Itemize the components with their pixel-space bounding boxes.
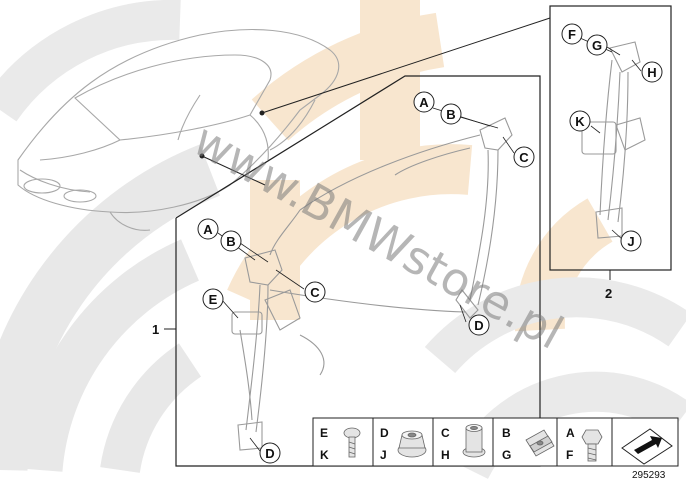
screw-icon bbox=[343, 427, 361, 458]
legend-label-A: A bbox=[566, 426, 575, 440]
legend-label-K: K bbox=[320, 448, 329, 462]
legend-label-H: H bbox=[441, 448, 450, 462]
rivet-nut-icon bbox=[462, 424, 486, 458]
callout-leaders bbox=[217, 37, 642, 452]
car-outline-drawing bbox=[17, 29, 340, 231]
callout-J: J bbox=[620, 230, 642, 252]
svg-text:H: H bbox=[647, 65, 656, 80]
legend-label-F: F bbox=[566, 448, 573, 462]
front-window-regulator bbox=[269, 117, 513, 319]
kit-2-number: 2 bbox=[605, 286, 612, 301]
svg-text:B: B bbox=[446, 107, 455, 122]
rear-window-regulator bbox=[231, 249, 325, 451]
callout-A: A bbox=[413, 91, 435, 113]
kit-2-window-regulator bbox=[581, 41, 646, 239]
callout-E: E bbox=[202, 288, 224, 310]
callout-D: D bbox=[259, 442, 281, 464]
callout-B: B bbox=[220, 230, 242, 252]
legend-label-C: C bbox=[441, 426, 450, 440]
callout-C: C bbox=[513, 146, 535, 168]
leader-lines bbox=[199, 17, 551, 186]
svg-text:K: K bbox=[575, 114, 585, 129]
kit-1-number: 1 bbox=[152, 322, 159, 337]
svg-text:J: J bbox=[627, 234, 634, 249]
diagram-number: 295293 bbox=[632, 470, 666, 481]
svg-text:C: C bbox=[519, 150, 529, 165]
callout-C: C bbox=[304, 281, 326, 303]
callout-H: H bbox=[641, 61, 663, 83]
svg-text:A: A bbox=[419, 95, 429, 110]
legend-label-B: B bbox=[502, 426, 511, 440]
svg-text:G: G bbox=[592, 38, 602, 53]
legend-label-D: D bbox=[380, 426, 389, 440]
callout-F: F bbox=[561, 23, 583, 45]
callouts: A B C D A B C E D F G H K J bbox=[197, 23, 663, 464]
svg-text:E: E bbox=[209, 292, 218, 307]
hardware-legend: E K D J C H B G bbox=[312, 417, 679, 481]
clip-nut-icon bbox=[525, 429, 555, 457]
flange-nut-icon bbox=[397, 430, 427, 458]
svg-text:D: D bbox=[474, 318, 483, 333]
kit-2-frame: 2 bbox=[549, 5, 672, 301]
svg-text:A: A bbox=[203, 222, 213, 237]
svg-text:C: C bbox=[310, 285, 320, 300]
callout-G: G bbox=[586, 34, 608, 56]
callout-K: K bbox=[569, 110, 591, 132]
callout-A: A bbox=[197, 218, 219, 240]
kit-1-frame: 1 bbox=[152, 75, 541, 467]
callout-D: D bbox=[468, 314, 490, 336]
callout-B: B bbox=[440, 103, 462, 125]
svg-text:D: D bbox=[265, 446, 274, 461]
legend-label-J: J bbox=[380, 448, 387, 462]
legend-label-E: E bbox=[320, 426, 328, 440]
arrow-sign-icon bbox=[621, 428, 673, 465]
bolt-icon bbox=[581, 429, 603, 462]
svg-text:B: B bbox=[226, 234, 235, 249]
svg-text:F: F bbox=[568, 27, 576, 42]
legend-label-G: G bbox=[502, 448, 511, 462]
